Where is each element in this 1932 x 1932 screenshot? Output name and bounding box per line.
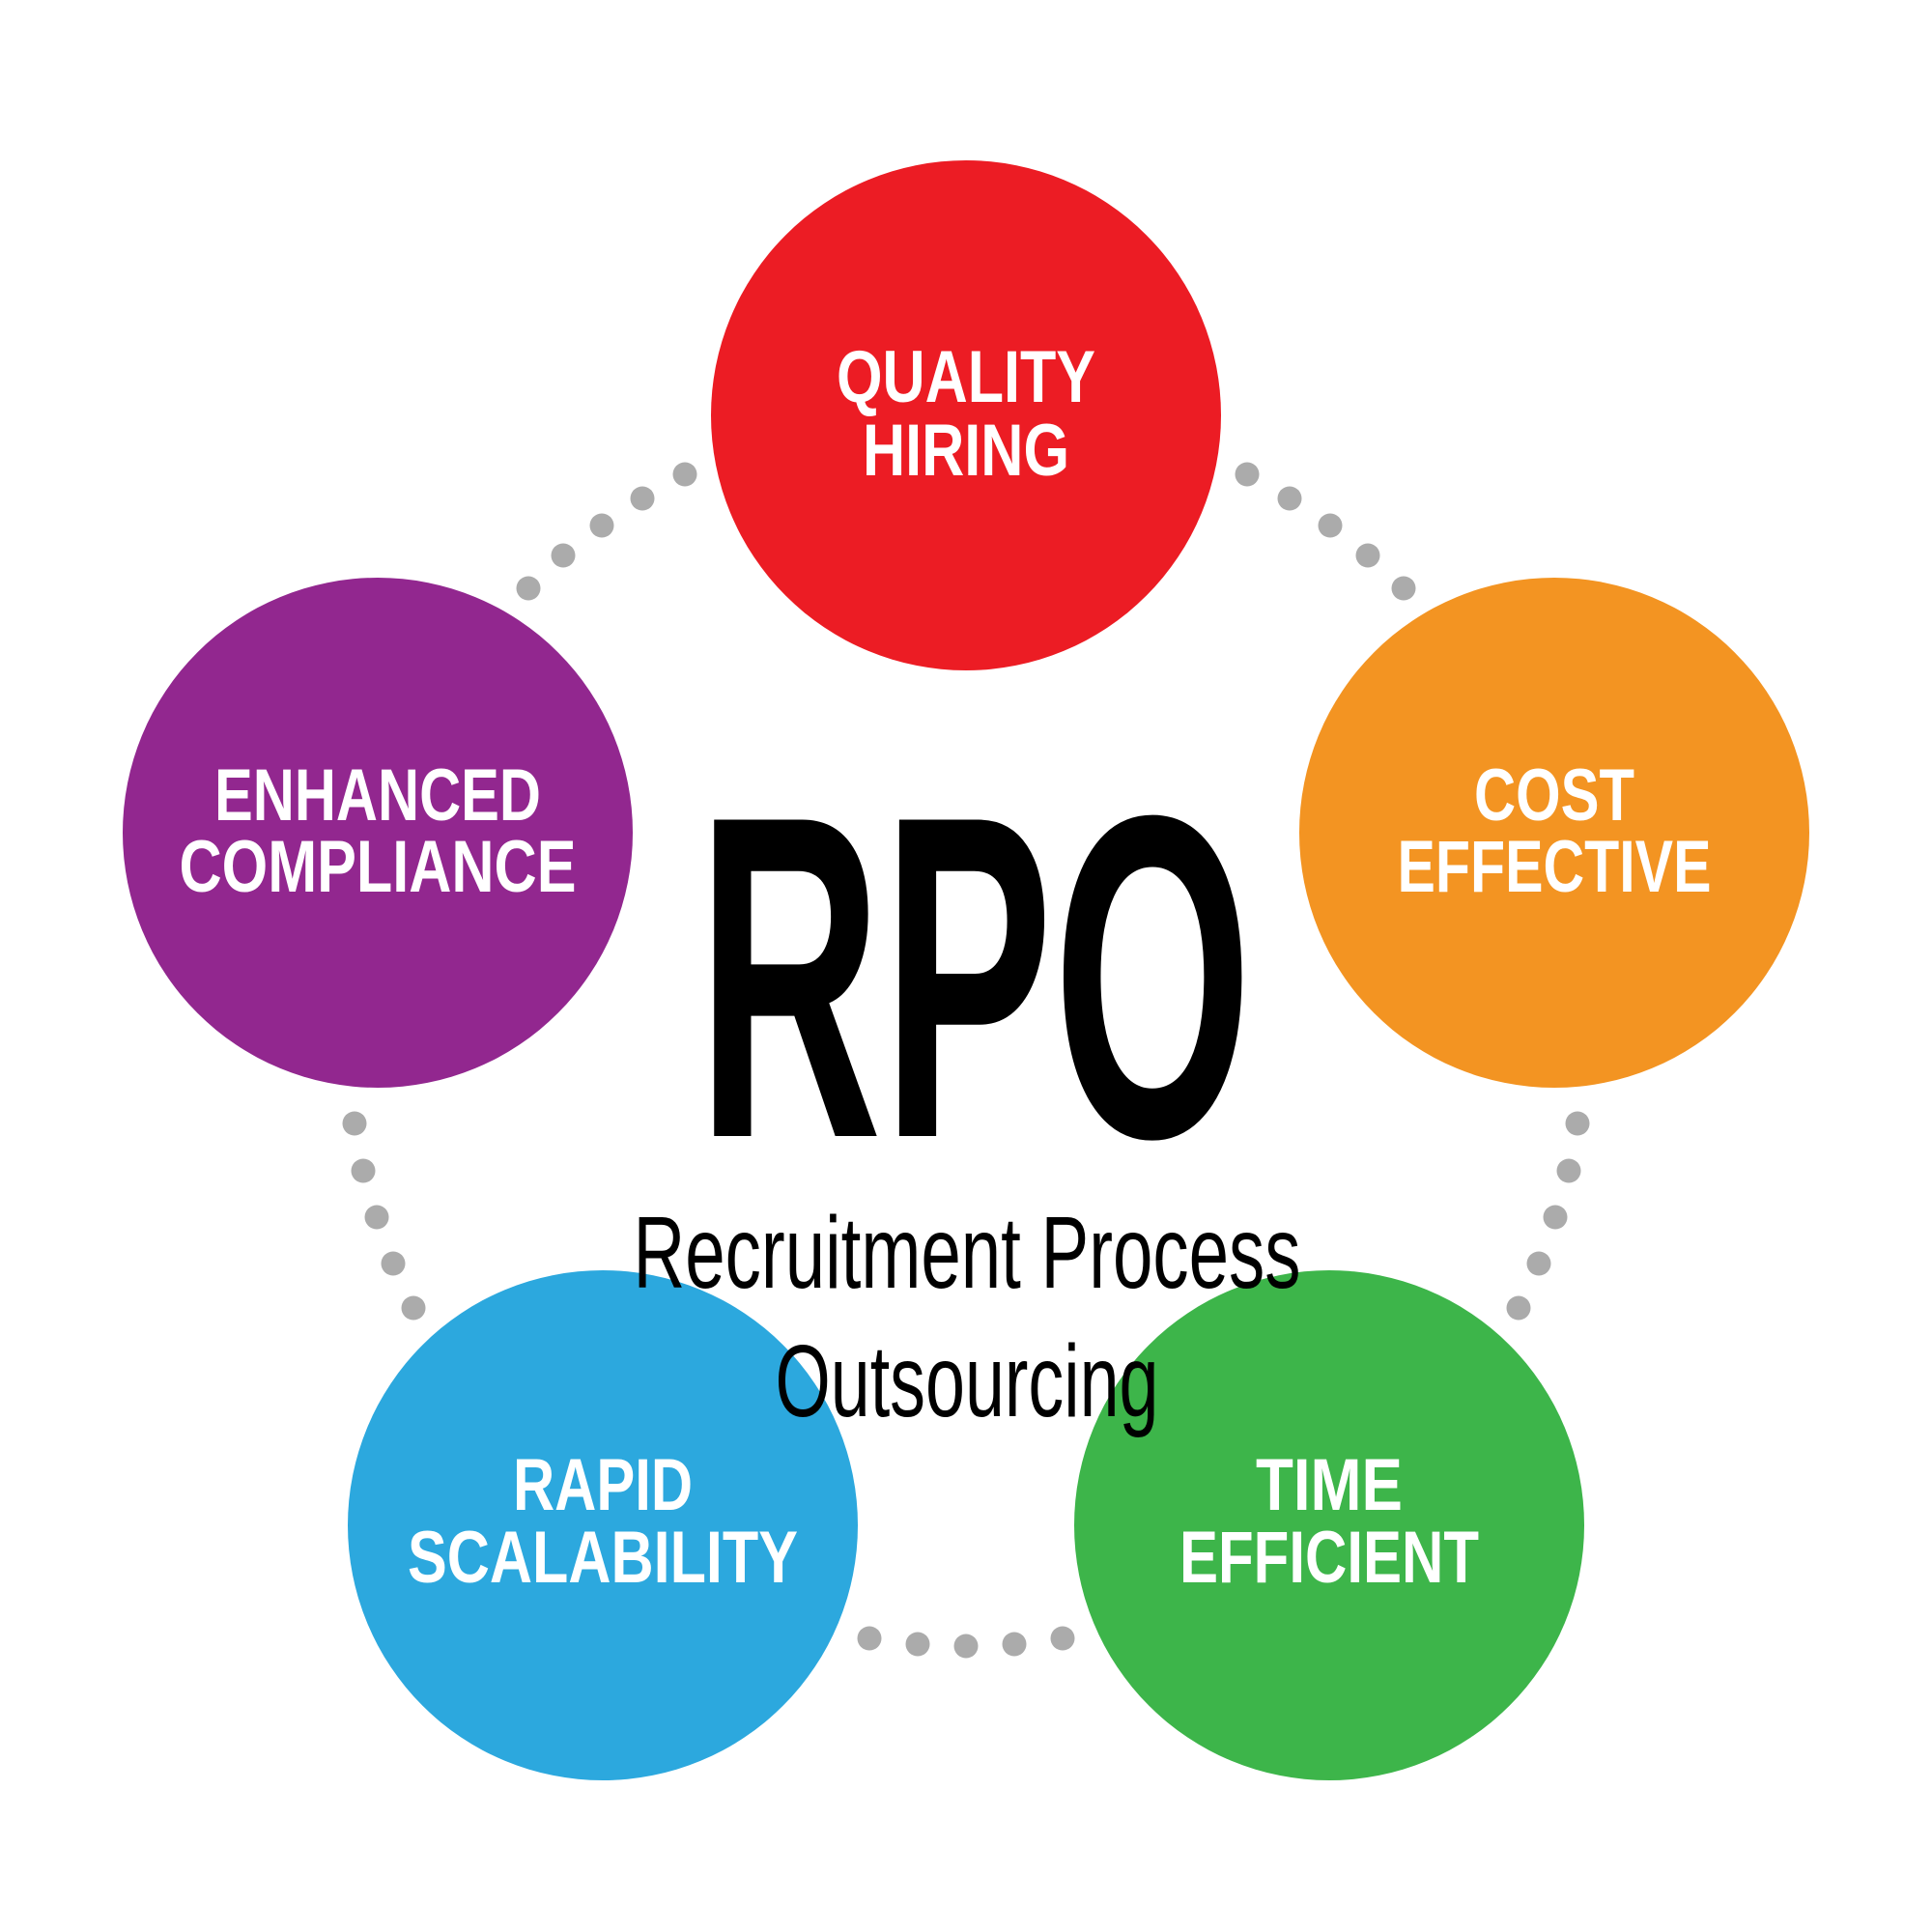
- quality-hiring-circle: [711, 160, 1221, 670]
- subtitle-line1: Recruitment Process: [634, 1196, 1301, 1310]
- rpo-title: RPO: [697, 720, 1253, 1234]
- enhanced-compliance-line2: COMPLIANCE: [180, 826, 577, 908]
- dotted-connector-scalability-time: [857, 1626, 1075, 1659]
- dotted-connector-quality-cost: [1235, 462, 1416, 601]
- cost-effective-line1: COST: [1474, 754, 1634, 837]
- quality-hiring-line2: HIRING: [863, 410, 1069, 492]
- time-efficient-circle: [1074, 1270, 1584, 1780]
- quality-hiring-line1: QUALITY: [837, 336, 1095, 418]
- time-efficient-line1: TIME: [1256, 1444, 1403, 1526]
- rapid-scalability-line2: SCALABILITY: [408, 1517, 798, 1599]
- benefit-time-efficient: TIME EFFICIENT: [1074, 1270, 1584, 1780]
- benefit-enhanced-compliance: ENHANCED COMPLIANCE: [123, 578, 633, 1088]
- rapid-scalability-circle: [348, 1270, 858, 1780]
- benefit-cost-effective: COST EFFECTIVE: [1299, 578, 1809, 1088]
- cost-effective-line2: EFFECTIVE: [1398, 826, 1712, 908]
- dotted-connector-compliance-scalability: [342, 1111, 426, 1321]
- benefit-rapid-scalability: RAPID SCALABILITY: [348, 1270, 858, 1780]
- enhanced-compliance-circle: [123, 578, 633, 1088]
- benefit-quality-hiring: QUALITY HIRING: [711, 160, 1221, 670]
- dotted-connector-cost-time: [1506, 1111, 1590, 1321]
- enhanced-compliance-line1: ENHANCED: [214, 754, 541, 837]
- subtitle-line2: Outsourcing: [776, 1324, 1159, 1438]
- dotted-connector-quality-compliance: [516, 462, 697, 601]
- center-title-block: RPO Recruitment Process Outsourcing: [634, 720, 1301, 1438]
- cost-effective-circle: [1299, 578, 1809, 1088]
- rapid-scalability-line1: RAPID: [513, 1444, 693, 1526]
- time-efficient-line2: EFFICIENT: [1179, 1517, 1479, 1599]
